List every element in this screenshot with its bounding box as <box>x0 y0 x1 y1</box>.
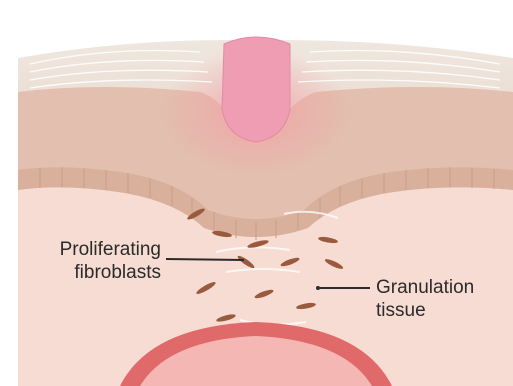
granulation-leader-dot <box>316 286 320 290</box>
label-granulation-line1: Granulation <box>376 276 474 299</box>
label-fibroblasts-line1: Proliferating <box>60 238 161 261</box>
label-fibroblasts-line2: fibroblasts <box>60 261 161 284</box>
label-granulation-tissue: Granulation tissue <box>376 276 474 322</box>
label-proliferating-fibroblasts: Proliferating fibroblasts <box>60 238 161 284</box>
scab-clot-icon <box>222 37 290 142</box>
fibroblasts-leader-line <box>166 259 244 260</box>
label-granulation-line2: tissue <box>376 299 474 322</box>
